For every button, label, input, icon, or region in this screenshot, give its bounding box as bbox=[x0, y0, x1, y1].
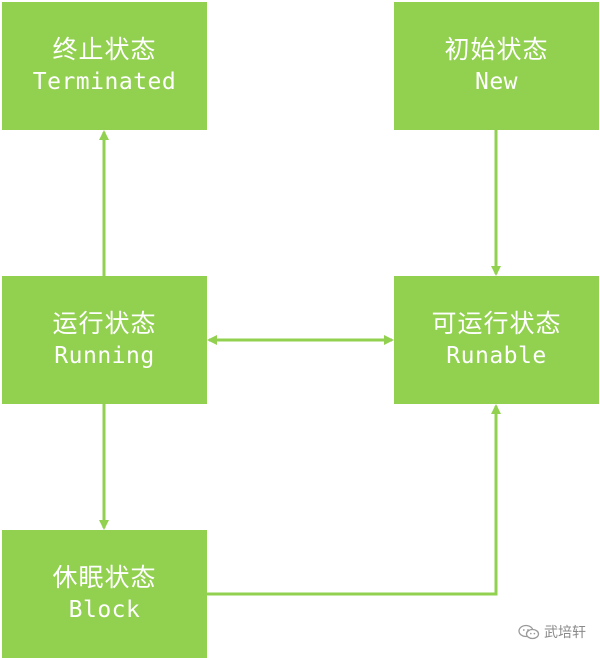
state-new-zh-label: 初始状态 bbox=[444, 35, 549, 64]
state-running-zh-label: 运行状态 bbox=[52, 309, 157, 338]
state-block-node: 休眠状态 Block bbox=[2, 530, 207, 658]
state-running-en-label: Running bbox=[54, 343, 155, 369]
state-runable-zh-label: 可运行状态 bbox=[431, 309, 562, 338]
wechat-icon bbox=[518, 624, 540, 640]
state-new-en-label: New bbox=[474, 69, 519, 95]
state-running-node: 运行状态 Running bbox=[2, 276, 207, 404]
state-block-zh-label: 休眠状态 bbox=[52, 563, 157, 592]
watermark-text: 武培轩 bbox=[544, 625, 586, 641]
state-terminated-node: 终止状态 Terminated bbox=[2, 2, 207, 130]
watermark: 武培轩 bbox=[518, 622, 586, 642]
state-terminated-zh-label: 终止状态 bbox=[52, 35, 157, 64]
state-runable-en-label: Runable bbox=[446, 343, 547, 369]
state-terminated-en-label: Terminated bbox=[32, 69, 177, 95]
arrow-block-to-runable bbox=[207, 404, 501, 596]
state-runable-node: 可运行状态 Runable bbox=[394, 276, 599, 404]
state-block-en-label: Block bbox=[68, 597, 141, 623]
state-new-node: 初始状态 New bbox=[394, 2, 599, 130]
